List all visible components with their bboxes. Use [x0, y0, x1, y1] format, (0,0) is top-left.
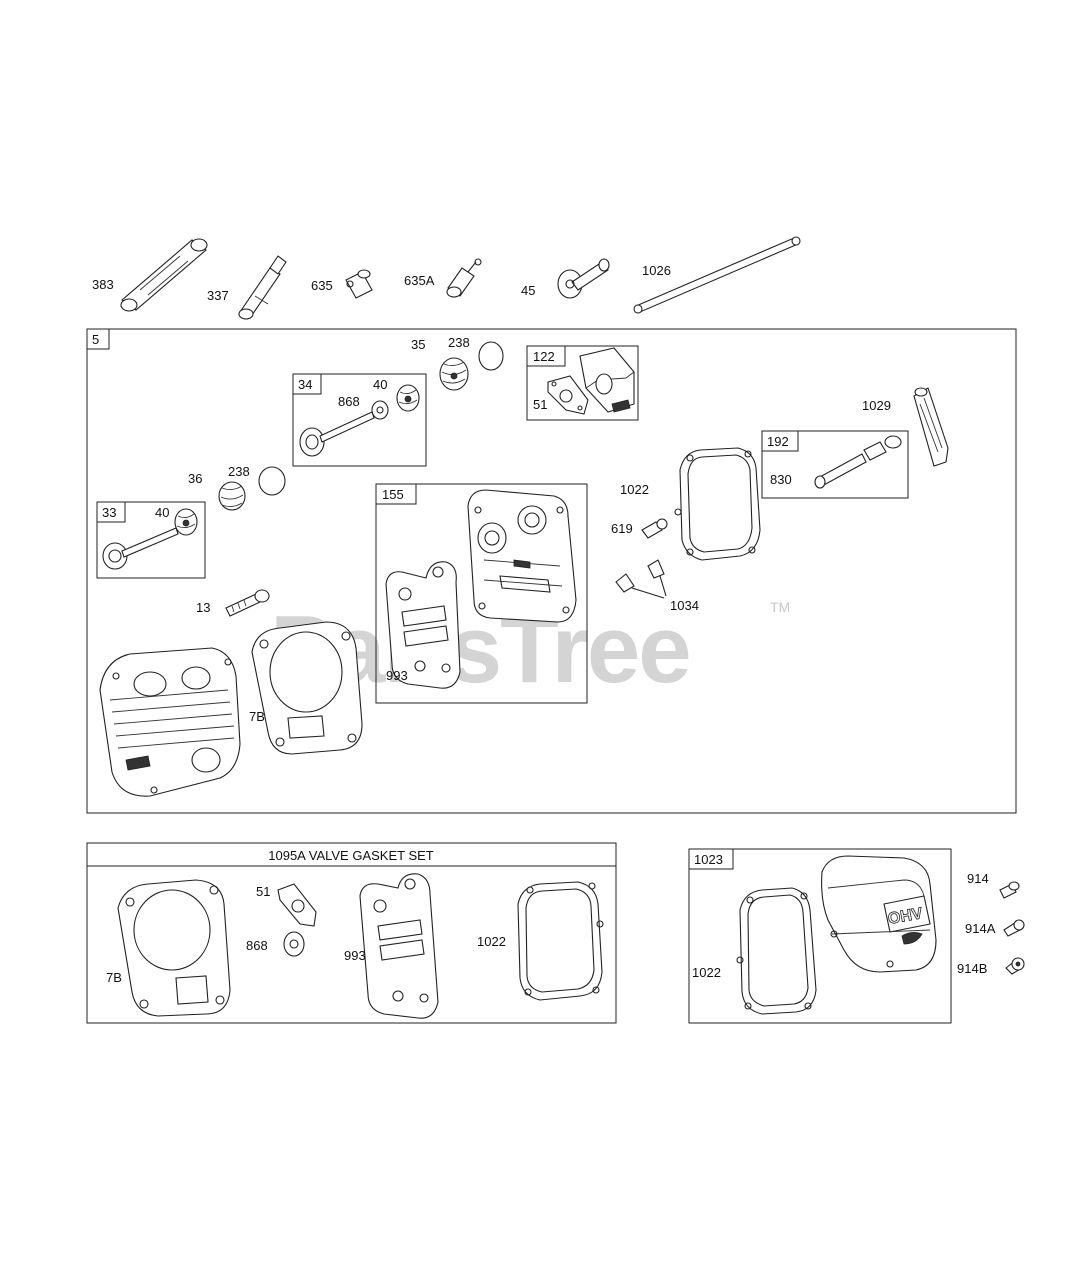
label-1022-main: 1022: [620, 482, 649, 497]
kit-part-868-valve-seal[interactable]: [283, 931, 305, 957]
label-238-upper: 238: [448, 335, 470, 350]
part-51-gasket[interactable]: [547, 375, 589, 415]
kit-label-51: 51: [256, 884, 270, 899]
part-635A-pin[interactable]: [446, 258, 482, 298]
label-7B-main: 7B: [249, 709, 265, 724]
cover-label-1022: 1022: [692, 965, 721, 980]
kit-label-993: 993: [344, 948, 366, 963]
group-33-tag: [96, 501, 126, 523]
cover-marking-ohv: OHV: [887, 905, 924, 928]
part-155-breather-cover-assembly[interactable]: [467, 489, 577, 623]
part-1026-push-rod[interactable]: [633, 236, 801, 314]
part-238-spring-cap[interactable]: [478, 341, 504, 371]
group-1023-box: [688, 848, 952, 1024]
label-914A: 914A: [965, 921, 996, 936]
kit-part-7B-head-gasket[interactable]: [117, 879, 231, 1017]
label-337: 337: [207, 288, 229, 303]
part-35-valve-spring[interactable]: [439, 357, 469, 391]
label-35: 35: [411, 337, 425, 352]
part-1023-rocker-cover[interactable]: OHV: [821, 855, 937, 973]
kit-part-51-gasket[interactable]: [277, 883, 317, 927]
part-383-rocker-shaft[interactable]: [120, 238, 208, 312]
group-155-number: 155: [382, 487, 404, 502]
group-122-box: [526, 345, 639, 421]
label-238-lower: 238: [228, 464, 250, 479]
part-cylinder-head[interactable]: [99, 647, 241, 797]
cover-part-1022-gasket[interactable]: [736, 887, 817, 1015]
group-1023-tag: [688, 848, 734, 870]
part-1034-valve-locks[interactable]: [615, 559, 667, 599]
part-34-valve[interactable]: [299, 411, 375, 457]
group-34-box: [292, 373, 427, 467]
part-635-retainer[interactable]: [345, 269, 373, 299]
label-619: 619: [611, 521, 633, 536]
part-993-gasket[interactable]: [385, 561, 461, 689]
kit-label-1022: 1022: [477, 934, 506, 949]
label-40-upper: 40: [373, 377, 387, 392]
part-914B-screw[interactable]: [1005, 957, 1025, 975]
group-192-number: 192: [767, 434, 789, 449]
kit-part-993-gasket[interactable]: [359, 873, 439, 1019]
label-635: 635: [311, 278, 333, 293]
part-914A-screw[interactable]: [1003, 919, 1025, 937]
gasket-set-title: 1095A VALVE GASKET SET: [268, 848, 434, 863]
part-619-screw[interactable]: [641, 518, 668, 539]
label-914: 914: [967, 871, 989, 886]
part-36-valve-spring[interactable]: [218, 481, 246, 511]
part-238-spring-cap-lower[interactable]: [258, 466, 286, 496]
part-45-rocker-stud[interactable]: [557, 258, 610, 299]
label-993-main: 993: [386, 668, 408, 683]
part-830-breather-tube[interactable]: [814, 435, 902, 489]
group-34-tag: [292, 373, 322, 395]
label-36: 36: [188, 471, 202, 486]
part-868-valve-seal[interactable]: [371, 400, 389, 420]
label-635A: 635A: [404, 273, 435, 288]
group-1023-number: 1023: [694, 852, 723, 867]
group-122-tag: [526, 345, 566, 367]
part-337-valve-assembly[interactable]: [238, 255, 287, 320]
group-5-box: [86, 328, 1017, 814]
label-914B: 914B: [957, 961, 987, 976]
group-122-number: 122: [533, 349, 555, 364]
kit-label-868: 868: [246, 938, 268, 953]
part-40-spring-retainer-upper[interactable]: [396, 384, 420, 412]
label-1029: 1029: [862, 398, 891, 413]
group-155-tag: [375, 483, 417, 505]
label-40-lower: 40: [155, 505, 169, 520]
part-122-breather-body[interactable]: [579, 347, 635, 413]
part-40-spring-retainer-lower[interactable]: [174, 508, 198, 536]
group-192-tag: [761, 430, 799, 452]
label-1026: 1026: [642, 263, 671, 278]
group-5-tag: [86, 328, 110, 350]
label-1034: 1034: [670, 598, 699, 613]
gasket-set-box: [86, 842, 617, 1024]
label-830: 830: [770, 472, 792, 487]
label-51: 51: [533, 397, 547, 412]
watermark-trademark: TM: [770, 599, 790, 615]
group-34-number: 34: [298, 377, 312, 392]
part-13-head-bolt[interactable]: [225, 589, 270, 617]
kit-part-1022-rocker-cover-gasket[interactable]: [517, 881, 604, 1001]
kit-label-7B: 7B: [106, 970, 122, 985]
label-383: 383: [92, 277, 114, 292]
group-33-number: 33: [102, 505, 116, 520]
group-192-box: [761, 430, 909, 499]
part-1029-rocker-arm[interactable]: [913, 387, 949, 467]
part-914-screw[interactable]: [999, 881, 1020, 899]
label-45: 45: [521, 283, 535, 298]
group-5-number: 5: [92, 332, 99, 347]
part-7B-head-gasket[interactable]: [251, 621, 363, 755]
part-1022-rocker-cover-gasket[interactable]: [674, 447, 761, 561]
part-33-valve[interactable]: [102, 527, 179, 570]
group-155-box: [375, 483, 588, 704]
group-33-box: [96, 501, 206, 579]
label-13: 13: [196, 600, 210, 615]
label-868: 868: [338, 394, 360, 409]
